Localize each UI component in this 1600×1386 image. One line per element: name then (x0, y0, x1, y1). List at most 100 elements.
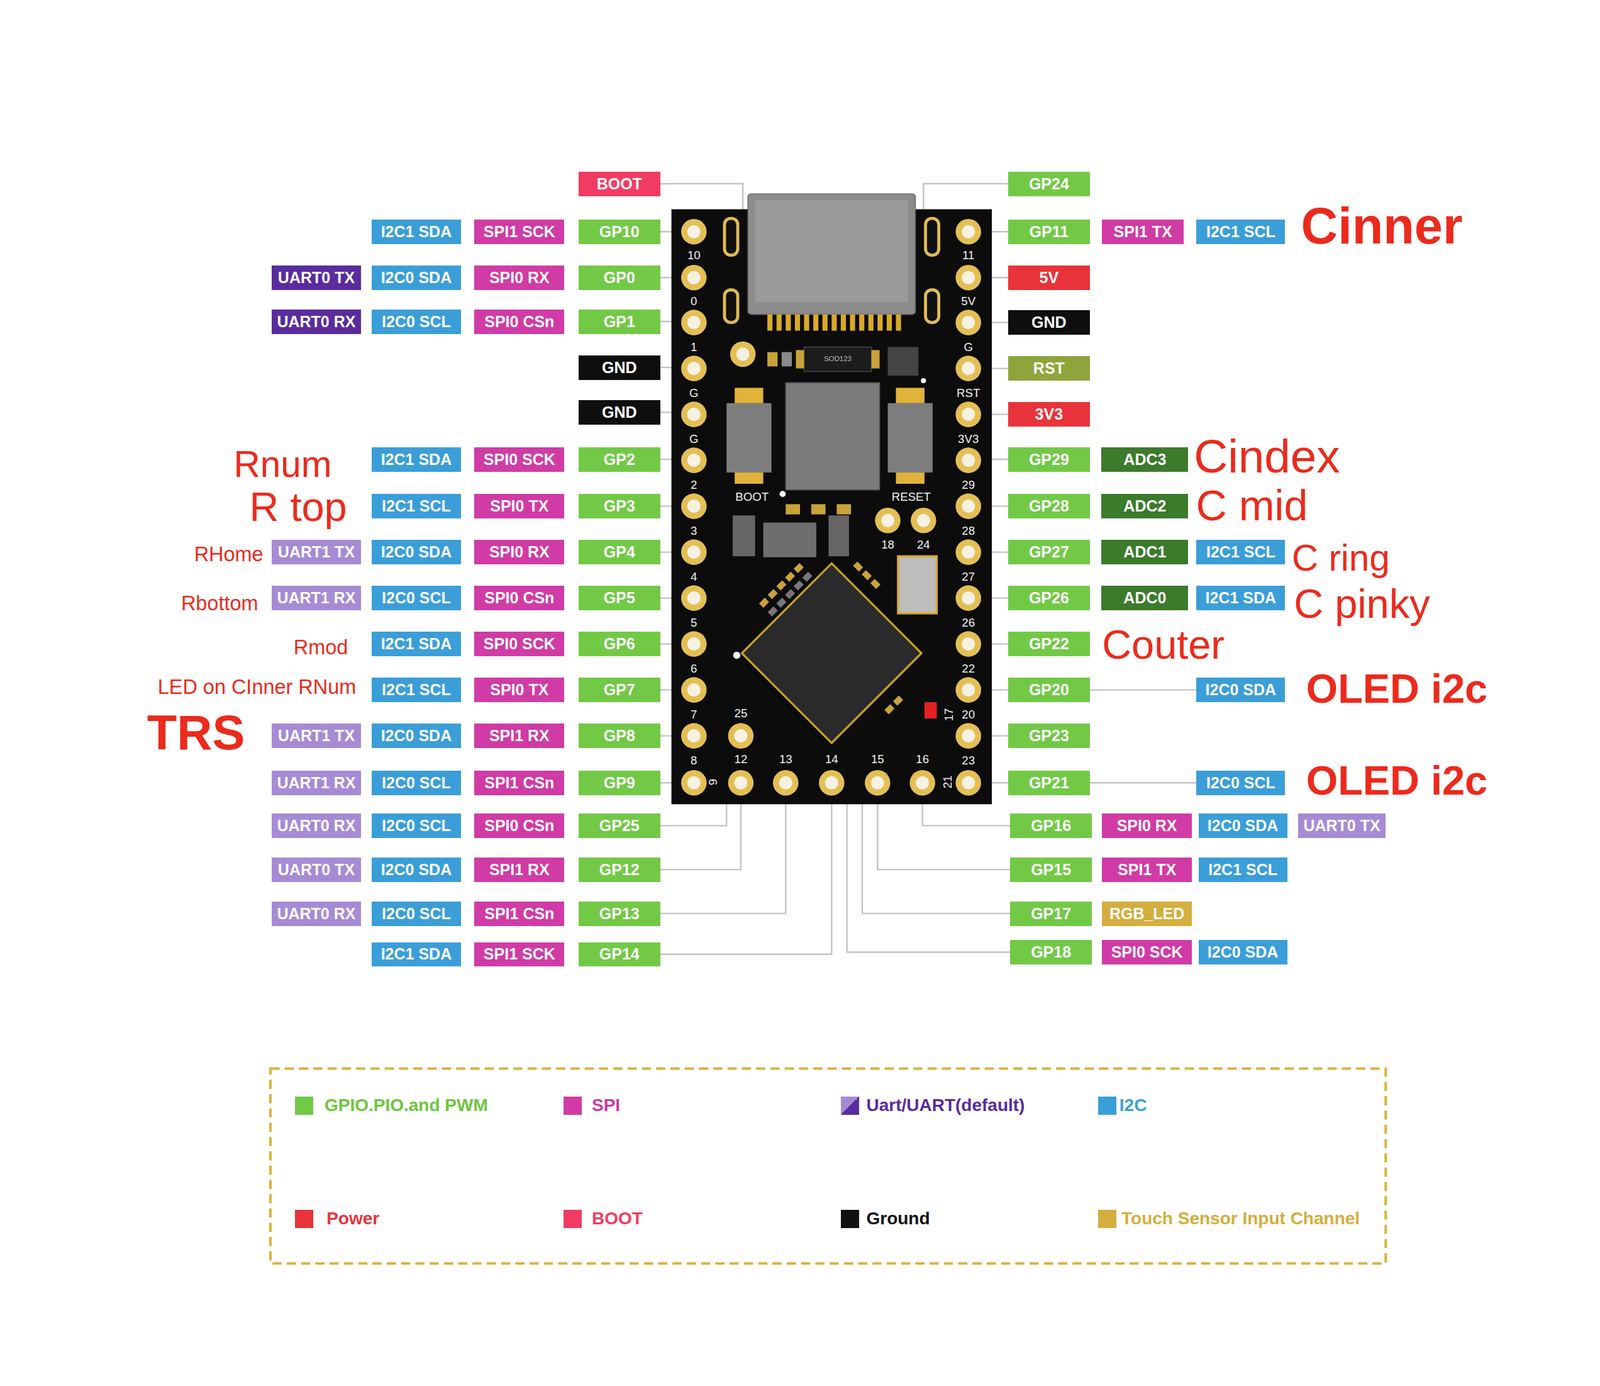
annotation: C pinky (1293, 583, 1430, 625)
pin-label: GP22 (1008, 631, 1090, 656)
pin-label: I2C0 SDA (1198, 939, 1288, 965)
pin-name: SPI0 CSn (484, 313, 555, 330)
pin-name: I2C0 SDA (1205, 681, 1277, 698)
pin-label: GP8 (578, 723, 661, 748)
leader-lines (660, 794, 833, 955)
annotation: Rbottom (181, 593, 259, 614)
board (886, 314, 892, 331)
board (802, 571, 813, 582)
pin-label: GP14 (578, 942, 661, 967)
pin-label: GP27 (1008, 539, 1090, 565)
pin-name: GP6 (603, 635, 636, 652)
pin-label: I2C1 SDA (371, 219, 461, 245)
legend-frame (270, 1067, 1386, 1263)
pin-label: GP26 (1008, 585, 1090, 611)
annotation: R top (249, 486, 348, 528)
board (767, 314, 902, 331)
silkscreen-label: 1 (690, 340, 697, 353)
pin-label: I2C1 SDA (371, 447, 461, 472)
board (893, 695, 904, 706)
pin-pads (818, 769, 845, 796)
pin-name: GP17 (1030, 905, 1072, 922)
silkscreen-label: 17 (943, 707, 956, 721)
pin-label: SPI1 CSn (474, 901, 565, 926)
pin-name: 5V (1039, 269, 1060, 286)
pin-pads (681, 676, 707, 703)
pin-name: I2C0 SCL (381, 905, 451, 922)
pin-label: I2C0 SCL (371, 901, 461, 926)
pin-label: I2C0 SDA (371, 265, 461, 290)
pin-label: UART0 TX (1298, 813, 1387, 838)
silkscreen-label: 25 (734, 707, 748, 720)
pin-name: I2C1 SDA (381, 451, 453, 468)
pin-label: SPI0 CSn (474, 309, 565, 334)
silkscreen-label: 3 (690, 524, 697, 537)
pin-pads (955, 493, 982, 519)
legend-swatch (294, 1096, 314, 1115)
board (779, 490, 787, 497)
pin-name: GP2 (603, 451, 636, 468)
legend-text: GPIO.PIO.and PWM (324, 1096, 489, 1114)
board (803, 347, 872, 372)
pin-pads (681, 538, 707, 565)
pin-pads (955, 309, 982, 336)
pin-name: GP26 (1028, 589, 1070, 606)
pin-name: UART1 TX (277, 544, 355, 560)
pin-pads (681, 584, 707, 611)
board (732, 515, 756, 556)
pin-pads (955, 447, 982, 473)
board (793, 579, 804, 590)
pin-label: I2C1 SDA (371, 631, 461, 656)
pin-label: SPI0 RX (474, 265, 565, 290)
pin-name: I2C0 SDA (381, 861, 453, 878)
legend-swatch (840, 1096, 860, 1115)
pin-name: I2C0 SCL (381, 817, 451, 834)
pin-pads (728, 722, 755, 749)
pin-label: I2C0 SCL (371, 585, 461, 611)
pin-label: I2C0 SDA (1198, 813, 1288, 838)
pin-label: GP9 (578, 770, 661, 795)
board (831, 314, 837, 331)
board (724, 218, 939, 323)
board (671, 193, 992, 804)
pin-name: I2C1 SDA (381, 635, 453, 652)
pin-label: I2C0 SCL (371, 813, 461, 838)
pin-pads (955, 584, 982, 611)
silkscreen-label: 5 (690, 616, 697, 629)
pin-label: RST (1008, 355, 1090, 381)
board (734, 472, 763, 484)
board (785, 503, 800, 514)
silkscreen-label: 9 (707, 778, 720, 785)
pin-label: SPI0 CSn (474, 585, 565, 611)
pin-name: GP3 (603, 498, 636, 514)
pin-name: GP18 (1030, 944, 1072, 960)
pin-pads (955, 401, 982, 428)
silkscreen-label: 11 (962, 249, 975, 262)
pin-name: SPI1 TX (1113, 223, 1173, 240)
pin-name: GP22 (1028, 635, 1070, 652)
pin-name: SPI1 RX (489, 861, 550, 878)
silkscreen-label: 5V (961, 294, 976, 307)
pin-label: ADC0 (1101, 585, 1189, 611)
silkscreen-label: 18 (881, 538, 895, 551)
board (840, 314, 846, 331)
silkscreen-label: 16 (915, 753, 929, 766)
silkscreen-label: 7 (690, 708, 697, 721)
pin-pads (955, 355, 982, 382)
pin-name: GP21 (1028, 774, 1070, 791)
board (767, 314, 773, 331)
board (896, 314, 902, 331)
pin-pads (681, 401, 707, 428)
pin-name: GP1 (603, 313, 636, 330)
pin-name: GP11 (1029, 223, 1070, 240)
annotation: Couter (1101, 624, 1225, 666)
board (742, 562, 923, 743)
pin-name: RGB_LED (1109, 905, 1185, 922)
silkscreen-label: RESET (891, 491, 931, 504)
annotation: C mid (1196, 483, 1309, 527)
pin-name: GP20 (1028, 681, 1070, 698)
legend-text: BOOT (591, 1209, 643, 1228)
board (896, 387, 925, 403)
pin-label: UART1 TX (271, 723, 361, 748)
pin-name: UART0 RX (276, 905, 356, 922)
